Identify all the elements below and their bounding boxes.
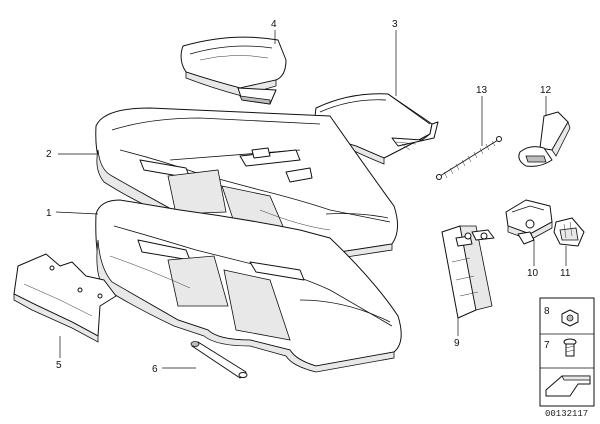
- seat-pad-icon: [545, 375, 591, 397]
- callout-labels: 4 3 13 12 2 1 5 6 9 10 11 8 7: [46, 19, 571, 375]
- leader-lines: [55, 30, 567, 369]
- callout-7: 7: [544, 340, 550, 351]
- part-9-guide-rail[interactable]: [441, 225, 495, 319]
- document-number: 00132117: [545, 409, 588, 419]
- callout-6: 6: [152, 364, 158, 375]
- part-11-clip[interactable]: [553, 217, 585, 247]
- callout-11: 11: [560, 268, 571, 279]
- part-13-spring[interactable]: [436, 136, 502, 180]
- callout-12: 12: [540, 85, 552, 96]
- part-7-screw[interactable]: [563, 338, 577, 357]
- part-6-rod[interactable]: [190, 341, 248, 379]
- callout-1: 1: [46, 208, 52, 219]
- part-12-bracket[interactable]: [518, 111, 571, 167]
- callout-2: 2: [46, 149, 52, 160]
- callout-9: 9: [454, 338, 460, 349]
- callout-8: 8: [544, 306, 550, 317]
- part-10-hinge[interactable]: [505, 199, 553, 245]
- part-5-side-panel[interactable]: [13, 253, 117, 343]
- callout-5: 5: [56, 360, 62, 371]
- part-1-seat-cushion[interactable]: [95, 199, 402, 373]
- part-4-headrest-pad[interactable]: [180, 36, 287, 105]
- callout-4: 4: [271, 19, 277, 30]
- callout-3: 3: [392, 19, 398, 30]
- part-8-nut[interactable]: [561, 309, 579, 327]
- callout-13: 13: [476, 85, 488, 96]
- callout-10: 10: [527, 268, 539, 279]
